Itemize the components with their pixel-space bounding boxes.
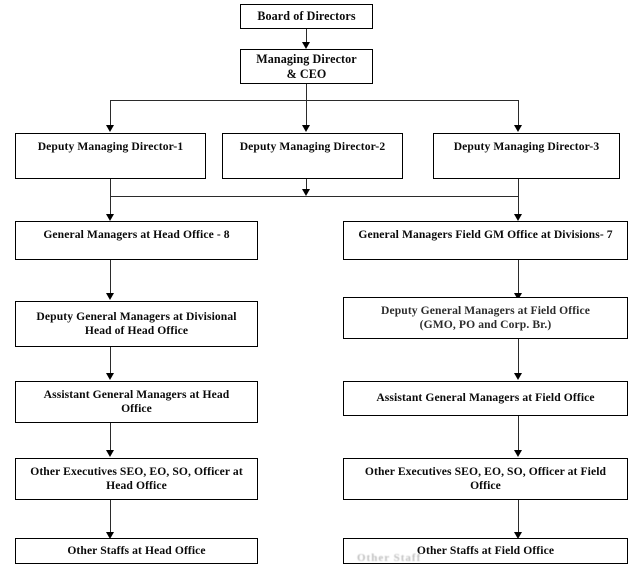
edge-md-to-dmd2-line — [306, 100, 307, 126]
edge-md-to-dmd3-line — [518, 100, 519, 126]
node-other-executives-head-office: Other Executives SEO, EO, SO, Officer at… — [15, 458, 258, 500]
node-other-executives-field-office-label: Other Executives SEO, EO, SO, Officer at… — [364, 464, 607, 492]
edge-dgm-head-to-agm-head-line — [110, 347, 111, 374]
node-deputy-general-managers-head-office: Deputy General Managers at Divisional He… — [15, 301, 258, 347]
edge-md-stem — [306, 84, 307, 100]
edge-gm-field-to-dgm-field-arrow — [514, 293, 522, 300]
edge-dmd-distribution-bus — [110, 196, 519, 197]
edge-exec-head-to-staff-head-arrow — [106, 532, 114, 539]
edge-dmd2-drop-arrow — [302, 189, 310, 196]
node-general-managers-head-office: General Managers at Head Office - 8 — [15, 221, 258, 260]
edge-dgm-field-to-agm-field-line — [518, 339, 519, 374]
edge-board-to-md-arrow — [302, 42, 310, 49]
node-board-of-directors-label: Board of Directors — [257, 9, 356, 24]
node-deputy-general-managers-field-office-label: Deputy General Managers at Field Office … — [381, 303, 590, 331]
edge-bus-to-gm-field-line — [518, 196, 519, 215]
node-general-managers-field-office: General Managers Field GM Office at Divi… — [343, 221, 628, 260]
node-general-managers-head-office-label: General Managers at Head Office - 8 — [43, 228, 230, 241]
node-managing-director-ceo-label: Managing Director & CEO — [256, 51, 357, 81]
edge-md-to-dmd2-arrow — [302, 125, 310, 132]
edge-agm-field-to-exec-field-line — [518, 416, 519, 451]
node-general-managers-field-office-label: General Managers Field GM Office at Divi… — [358, 228, 613, 241]
edge-md-distribution-bus — [110, 100, 519, 101]
node-deputy-managing-director-3-label: Deputy Managing Director-3 — [453, 140, 600, 153]
node-deputy-managing-director-2-label: Deputy Managing Director-2 — [239, 140, 386, 153]
edge-exec-field-to-staff-field-arrow — [514, 532, 522, 539]
node-deputy-managing-director-3: Deputy Managing Director-3 — [433, 133, 620, 179]
edge-agm-head-to-exec-head-arrow — [106, 450, 114, 457]
edge-md-to-dmd3-arrow — [514, 125, 522, 132]
edge-md-to-dmd1-line — [110, 100, 111, 126]
node-deputy-managing-director-2: Deputy Managing Director-2 — [222, 133, 403, 179]
edge-exec-field-to-staff-field-line — [518, 500, 519, 533]
edge-dgm-head-to-agm-head-arrow — [106, 373, 114, 380]
edge-dmd1-drop — [110, 179, 111, 196]
edge-md-to-dmd1-arrow — [106, 125, 114, 132]
edge-exec-head-to-staff-head-line — [110, 500, 111, 533]
edge-board-to-md-line — [306, 29, 307, 44]
edge-gm-field-to-dgm-field-line — [518, 260, 519, 294]
node-other-executives-head-office-label: Other Executives SEO, EO, SO, Officer at… — [30, 464, 243, 492]
edge-bus-to-gm-field-arrow — [514, 214, 522, 221]
node-assistant-general-managers-field-office: Assistant General Managers at Field Offi… — [343, 381, 628, 416]
edge-gm-head-to-dgm-head-arrow — [106, 293, 114, 300]
node-other-staffs-head-office: Other Staffs at Head Office — [15, 538, 258, 564]
edge-bus-to-gm-head-line — [110, 196, 111, 215]
edge-bus-to-gm-head-arrow — [106, 214, 114, 221]
node-assistant-general-managers-head-office: Assistant General Managers at Head Offic… — [15, 381, 258, 423]
edge-gm-head-to-dgm-head-line — [110, 260, 111, 294]
node-assistant-general-managers-head-office-label: Assistant General Managers at Head Offic… — [43, 387, 230, 415]
node-assistant-general-managers-field-office-label: Assistant General Managers at Field Offi… — [376, 391, 595, 405]
edge-dmd2-drop — [306, 179, 307, 190]
node-board-of-directors: Board of Directors — [240, 4, 373, 29]
node-other-staffs-field-office-label: Other Staffs at Field Office — [416, 543, 555, 557]
edge-dmd3-drop — [518, 179, 519, 196]
node-managing-director-ceo: Managing Director & CEO — [240, 49, 373, 84]
edge-dgm-field-to-agm-field-arrow — [514, 373, 522, 380]
node-other-staffs-head-office-label: Other Staffs at Head Office — [67, 543, 206, 557]
edge-agm-head-to-exec-head-line — [110, 423, 111, 451]
node-other-staffs-field-office: Other Staffs at Field Office — [343, 538, 628, 564]
node-deputy-general-managers-head-office-label: Deputy General Managers at Divisional He… — [36, 309, 237, 337]
node-deputy-managing-director-1-label: Deputy Managing Director-1 — [37, 140, 184, 153]
node-other-executives-field-office: Other Executives SEO, EO, SO, Officer at… — [343, 458, 628, 500]
node-deputy-managing-director-1: Deputy Managing Director-1 — [15, 133, 206, 179]
edge-agm-field-to-exec-field-arrow — [514, 450, 522, 457]
scan-ghost-artifact: Other Staff — [357, 552, 422, 564]
node-deputy-general-managers-field-office: Deputy General Managers at Field Office … — [343, 297, 628, 339]
